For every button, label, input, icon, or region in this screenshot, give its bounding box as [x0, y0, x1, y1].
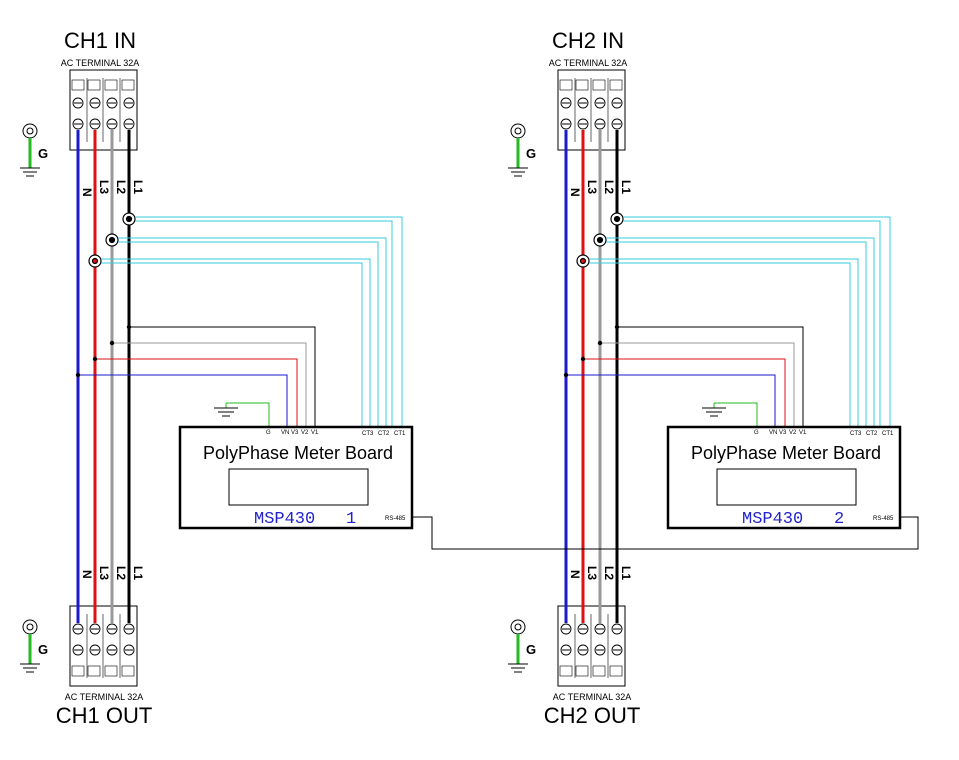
- ch1-out-ground-label: G: [38, 642, 48, 657]
- ch2-out-terminal-label: AC TERMINAL 32A: [553, 692, 632, 702]
- ch2-in-terminal-block: [557, 69, 626, 151]
- ch2-label-l1-top: L1: [619, 180, 633, 194]
- ch1-board-chip: MSP430: [254, 510, 315, 529]
- ch1-out-ground-icon: G: [20, 619, 48, 673]
- ch1-in-ground-icon: G: [20, 123, 48, 177]
- ch1-label-l2-bottom: L2: [114, 566, 128, 580]
- ch2-out-ground-label: G: [526, 642, 536, 657]
- ch2-line-labels-top: N L3 L2 L1: [568, 180, 633, 197]
- ch1-label-l2-top: L2: [114, 180, 128, 194]
- ch2-pin-rs485: RS-485: [873, 516, 894, 522]
- ch2-label-l1-bottom: L1: [619, 566, 633, 580]
- ch1-in-title: CH1 IN: [64, 28, 136, 53]
- ch2-board-number: 2: [834, 510, 844, 529]
- ch2-in-title: CH2 IN: [552, 28, 624, 53]
- ch2-in-terminal-label: AC TERMINAL 32A: [549, 58, 628, 68]
- ch2-line-labels-bottom: N L3 L2 L1: [568, 566, 633, 580]
- ch2-pin-v2: V2: [789, 430, 797, 436]
- ch2-label-l3-top: L3: [585, 180, 599, 194]
- ch2-out-ground-icon: G: [508, 619, 536, 673]
- ch2-label-n-top: N: [568, 188, 582, 197]
- ch1-in-terminal-label: AC TERMINAL 32A: [61, 58, 140, 68]
- ch1-line-labels-top: N L3 L2 L1: [80, 180, 145, 197]
- ch1-in-terminal-block: [69, 69, 138, 151]
- ch1-meter-board: G VN V3 V2 V1 CT3 CT2 CT1 RS-485 PolyPha…: [178, 425, 414, 530]
- ch1-label-l1-bottom: L1: [131, 566, 145, 580]
- ch2-meter-board: G VN V3 V2 V1 CT3 CT2 CT1 RS-485 PolyPha…: [666, 425, 902, 530]
- ch1-pin-g: G: [266, 430, 271, 436]
- ch1-out-title: CH1 OUT: [56, 703, 153, 728]
- ch1-pin-ct1: CT1: [394, 431, 406, 437]
- ch1-line-labels-bottom: N L3 L2 L1: [80, 566, 145, 580]
- ch1-pin-v2: V2: [301, 430, 309, 436]
- ch2-ct-sensors: [576, 212, 624, 268]
- ch2-pin-vn: VN: [769, 430, 777, 436]
- ch2-board-display: [716, 468, 857, 506]
- ch2-label-l2-bottom: L2: [602, 566, 616, 580]
- ch1-label-n-bottom: N: [80, 570, 94, 579]
- ch2-pin-g: G: [754, 430, 759, 436]
- ch2-pin-v1: V1: [799, 430, 807, 436]
- channel-2: CH2 IN AC TERMINAL 32A AC TERMINAL 32A C…: [508, 28, 902, 728]
- ch1-board-number: 1: [346, 510, 356, 529]
- ch1-board-display: [228, 468, 369, 506]
- ch2-pin-ct1: CT1: [882, 431, 894, 437]
- ch1-out-terminal-block: [69, 605, 138, 687]
- ch1-pin-v1: V1: [311, 430, 319, 436]
- ch2-label-l3-bottom: L3: [585, 566, 599, 580]
- ch2-in-ground-icon: G: [508, 123, 536, 177]
- ch2-label-l2-top: L2: [602, 180, 616, 194]
- ch2-board-chip: MSP430: [742, 510, 803, 529]
- ch1-ct-sensors: [88, 212, 136, 268]
- ch1-board-ground: [214, 402, 270, 427]
- ch1-ct-wires: [101, 216, 403, 427]
- ch1-in-ground-label: G: [38, 146, 48, 161]
- channel-1: CH1 IN AC TERMINAL 32A AC TERMINAL 32A C…: [20, 28, 414, 728]
- ch1-out-terminal-label: AC TERMINAL 32A: [65, 692, 144, 702]
- ch2-board-ground: [702, 402, 758, 427]
- ch1-pin-ct2: CT2: [378, 431, 390, 437]
- rs485-link: [412, 516, 919, 550]
- ch1-label-n-top: N: [80, 188, 94, 197]
- ch1-pin-ct3: CT3: [362, 431, 374, 437]
- ch1-pin-v3: V3: [291, 430, 299, 436]
- ch2-label-n-bottom: N: [568, 570, 582, 579]
- ch2-ct-wires: [589, 216, 891, 427]
- ch2-pin-ct3: CT3: [850, 431, 862, 437]
- ch1-label-l1-top: L1: [131, 180, 145, 194]
- ch2-voltage-taps: [566, 326, 804, 427]
- ch2-pin-ct2: CT2: [866, 431, 878, 437]
- ch2-board-title: PolyPhase Meter Board: [691, 443, 881, 463]
- ch2-out-title: CH2 OUT: [544, 703, 641, 728]
- ch1-pin-vn: VN: [281, 430, 289, 436]
- ch1-label-l3-bottom: L3: [97, 566, 111, 580]
- ch1-phase-wires: [76, 130, 131, 623]
- ch1-board-title: PolyPhase Meter Board: [203, 443, 393, 463]
- ch1-pin-rs485: RS-485: [385, 516, 406, 522]
- ch2-pin-v3: V3: [779, 430, 787, 436]
- ch2-out-terminal-block: [557, 605, 626, 687]
- ch1-voltage-taps: [78, 326, 316, 427]
- ch2-in-ground-label: G: [526, 146, 536, 161]
- ch1-label-l3-top: L3: [97, 180, 111, 194]
